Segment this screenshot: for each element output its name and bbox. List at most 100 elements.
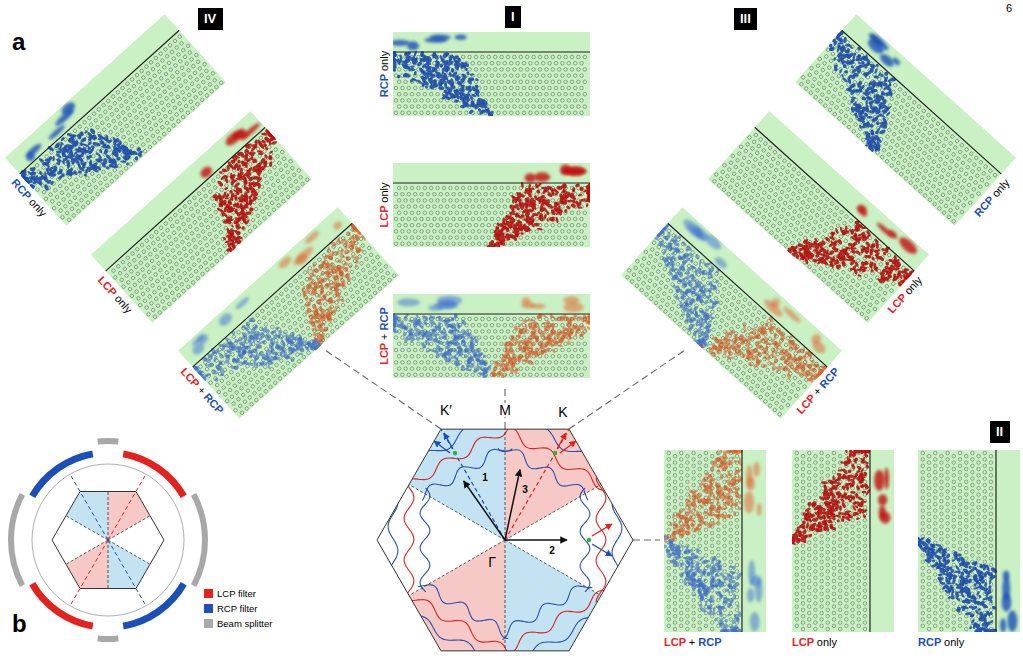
lattice-hole	[294, 279, 299, 284]
lattice-hole	[187, 241, 192, 246]
lattice-hole	[230, 203, 235, 208]
group-velocity-arrow	[444, 433, 453, 449]
lattice-hole	[237, 163, 242, 168]
lattice-hole	[64, 186, 69, 191]
wedge-boundary	[505, 540, 601, 595]
lattice-hole	[187, 50, 192, 55]
lattice-hole	[152, 289, 157, 294]
field-intensity	[268, 342, 275, 350]
lattice-hole	[118, 146, 123, 151]
lattice-hole	[194, 268, 199, 273]
lattice-hole	[126, 88, 131, 93]
field-intensity	[252, 331, 258, 336]
lattice-hole	[82, 144, 87, 149]
lattice-hole	[257, 195, 262, 200]
lattice-hole	[283, 180, 288, 185]
lattice-hole	[265, 180, 270, 185]
field-intensity	[356, 235, 361, 242]
field-intensity	[334, 306, 338, 310]
lattice-hole	[63, 161, 68, 166]
lattice-hole	[153, 55, 158, 60]
lattice-hole	[139, 260, 144, 265]
lattice-hole	[221, 194, 226, 199]
lattice-hole	[202, 86, 207, 91]
lattice-hole	[202, 253, 207, 258]
lattice-hole	[177, 101, 182, 106]
lattice-hole	[109, 112, 114, 117]
lattice-hole	[267, 211, 272, 216]
lattice-hole	[140, 142, 145, 147]
band-contour	[500, 403, 626, 476]
lattice-hole	[159, 225, 164, 230]
lattice-hole	[151, 282, 156, 287]
lattice-hole	[229, 345, 234, 350]
field-intensity	[237, 159, 241, 163]
field-intensity	[240, 214, 246, 221]
lattice-hole	[266, 162, 271, 167]
lattice-hole	[226, 165, 231, 170]
lattice-hole	[239, 170, 244, 175]
lattice-hole	[191, 88, 196, 93]
lattice-hole	[171, 81, 176, 86]
lattice-hole	[174, 112, 179, 117]
field-intensity	[308, 341, 311, 347]
outcoupled-field	[235, 296, 251, 312]
filter-ring-group	[8, 438, 208, 642]
field-intensity	[90, 145, 95, 150]
field-intensity	[340, 238, 346, 244]
field-intensity	[237, 164, 242, 171]
lattice-hole	[62, 204, 67, 209]
lattice-hole	[38, 176, 43, 181]
lattice-hole	[190, 64, 195, 69]
lattice-hole	[42, 172, 47, 177]
lattice-hole	[83, 169, 88, 174]
lattice-hole	[84, 176, 89, 181]
lattice-hole	[272, 164, 277, 169]
lattice-hole	[209, 89, 214, 94]
lattice-hole	[39, 183, 44, 188]
lattice-hole	[217, 198, 222, 203]
wave-vector-arrow	[464, 481, 505, 540]
lattice-hole	[139, 284, 144, 289]
lattice-hole	[79, 131, 84, 136]
lattice-hole	[269, 175, 274, 180]
lattice-hole	[199, 197, 204, 202]
lattice-hole	[147, 78, 152, 83]
lattice-hole	[246, 197, 251, 202]
lattice-hole	[265, 204, 270, 209]
lattice-hole	[66, 217, 71, 222]
lattice-hole	[100, 169, 105, 174]
field-intensity	[121, 150, 125, 155]
lattice-hole	[114, 132, 119, 137]
lattice-hole	[217, 347, 222, 352]
lattice-hole	[58, 141, 63, 146]
lattice-hole	[41, 165, 46, 170]
lattice-hole	[186, 92, 191, 97]
lattice-hole	[142, 149, 147, 154]
lattice-hole	[121, 159, 126, 164]
lattice-hole	[206, 224, 211, 229]
lattice-hole	[76, 142, 81, 147]
lattice-hole	[125, 130, 130, 135]
lattice-hole	[263, 173, 268, 178]
field-intensity	[289, 350, 295, 355]
lattice-hole	[162, 281, 167, 286]
lattice-hole	[251, 317, 256, 322]
lattice-hole	[232, 234, 237, 239]
field-intensity	[235, 229, 242, 235]
lattice-hole	[64, 144, 69, 149]
zone-wedge	[66, 492, 108, 540]
field-intensity	[319, 305, 323, 312]
lattice-hole	[226, 189, 231, 194]
lattice-hole	[139, 93, 144, 98]
lattice-hole	[68, 157, 73, 162]
field-intensity	[347, 231, 353, 237]
filter-axis	[70, 540, 108, 606]
wedge-boundary	[505, 429, 506, 540]
lattice-hole	[241, 201, 246, 206]
field-intensity	[66, 169, 73, 177]
lattice-hole	[305, 177, 310, 182]
lattice-hole	[70, 188, 75, 193]
lattice-hole	[205, 200, 210, 205]
outcoupled-field	[199, 164, 215, 180]
